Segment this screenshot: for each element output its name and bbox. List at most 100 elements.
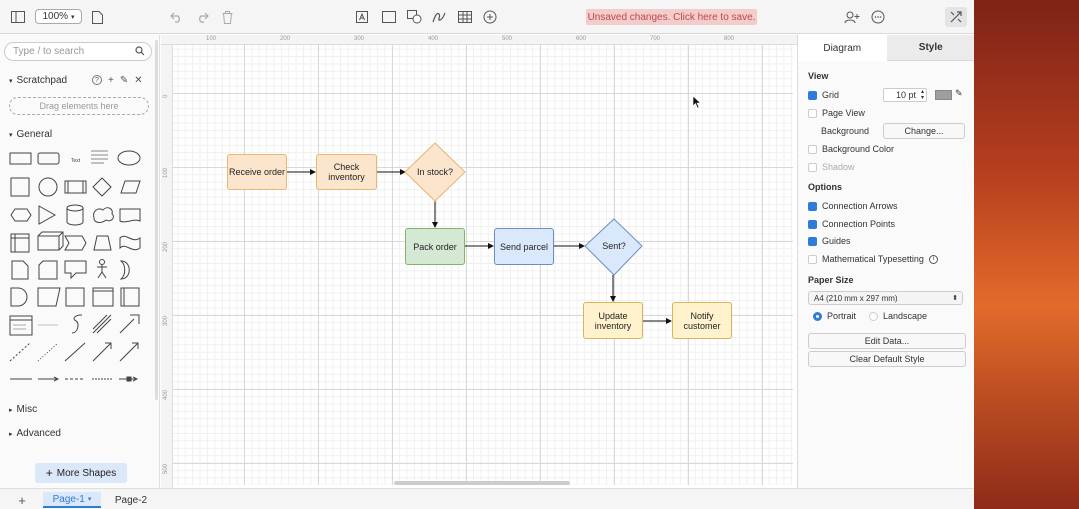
grid-color-swatch[interactable] (935, 90, 952, 100)
delete-icon[interactable] (219, 7, 235, 27)
background-color-option[interactable]: Background Color (808, 144, 894, 154)
unsaved-changes-button[interactable]: Unsaved changes. Click here to save. (586, 9, 757, 25)
stepper-arrows-icon[interactable]: ▴▾ (920, 89, 924, 101)
guides-label: Guides (822, 236, 851, 246)
ruler-tick: 800 (724, 36, 735, 42)
page-view-label: Page View (822, 108, 865, 118)
cloud-shape (93, 207, 114, 223)
general-shapes-palette[interactable]: Text (8, 147, 153, 387)
delay-shape (10, 287, 28, 307)
portrait-radio[interactable] (813, 311, 822, 321)
edit-pencil-icon[interactable]: ✎ (119, 75, 129, 86)
node-receive-order[interactable]: Receive order (227, 154, 287, 190)
node-send-parcel[interactable]: Send parcel (494, 228, 554, 265)
help-icon[interactable]: i (928, 254, 938, 264)
hexagon-shape (10, 208, 32, 222)
tape-shape (119, 235, 141, 251)
add-page-button[interactable]: + (18, 492, 26, 508)
grid-option[interactable]: Grid (808, 90, 839, 100)
format-panel-toggle-icon[interactable] (945, 7, 967, 27)
page-view-option[interactable]: Page View (808, 108, 865, 118)
shadow-label: Shadow (822, 162, 855, 172)
bidirectional-arrow-shape (92, 314, 112, 334)
background-color-checkbox[interactable] (808, 144, 817, 154)
connection-points-option[interactable]: Connection Points (808, 219, 895, 229)
select-arrows-icon: ⬍ (952, 295, 958, 302)
node-sent[interactable]: Sent? (602, 241, 626, 251)
options-heading: Options (808, 182, 842, 192)
decision-sent-shape (584, 218, 643, 276)
shapes-sidebar: Type / to search ▾ Scratchpad ? + ✎ ✕ Dr… (0, 35, 160, 488)
zoom-select[interactable]: 100% ▾ (35, 9, 82, 24)
misc-header[interactable]: ▸ Misc (9, 404, 37, 415)
sidebar-toggle-icon[interactable] (8, 7, 28, 27)
guides-option[interactable]: Guides (808, 236, 851, 246)
shadow-checkbox[interactable] (808, 162, 817, 172)
close-icon[interactable]: ✕ (134, 75, 143, 86)
landscape-radio[interactable] (869, 311, 879, 321)
canvas-horizontal-scrollbar[interactable] (394, 481, 570, 485)
search-icon[interactable] (135, 46, 145, 59)
trapezoid-shape (93, 235, 112, 251)
drawio-window: 100% ▾ Unsaved (0, 7, 974, 508)
grid-checkbox[interactable] (808, 90, 817, 100)
connection-arrows-checkbox[interactable] (808, 201, 817, 211)
edit-data-button[interactable]: Edit Data... (808, 333, 966, 349)
node-in-stock[interactable]: In stock? (416, 167, 454, 177)
shapes-tool-icon[interactable] (405, 7, 423, 27)
tab-style[interactable]: Style (886, 35, 974, 61)
paper-size-select[interactable]: A4 (210 mm x 297 mm) ⬍ (808, 291, 963, 305)
redo-icon[interactable] (194, 7, 210, 27)
orientation-options: Portrait Landscape (813, 311, 927, 321)
drawing-canvas[interactable]: 100 200 300 400 500 600 700 800 0 100 20… (161, 35, 797, 488)
share-user-icon[interactable] (843, 7, 861, 27)
grid-size-value: 10 pt (895, 90, 916, 100)
shape-search-input[interactable]: Type / to search (4, 42, 152, 61)
cylinder-shape (66, 204, 84, 226)
tab-diagram[interactable]: Diagram (798, 35, 887, 61)
tab-page-1[interactable]: Page-1 ▾ (43, 492, 101, 508)
curve-shape (71, 314, 83, 334)
dashed-line-shape (9, 342, 31, 362)
connection-points-checkbox[interactable] (808, 219, 817, 229)
node-notify-customer[interactable]: Notify customer (672, 302, 732, 339)
guides-checkbox[interactable] (808, 236, 817, 246)
page-view-checkbox[interactable] (808, 108, 817, 118)
frame-shape (65, 287, 85, 307)
text-tool-icon[interactable] (353, 7, 371, 27)
scratchpad-actions: ? + ✎ ✕ (92, 75, 143, 86)
general-header[interactable]: ▾ General (9, 129, 52, 140)
connection-arrows-option[interactable]: Connection Arrows (808, 201, 898, 211)
undo-icon[interactable] (168, 7, 184, 27)
chevron-down-icon[interactable]: ▾ (87, 496, 92, 503)
node-update-inventory[interactable]: Update inventory (583, 302, 643, 339)
decision-in-stock-shape (404, 142, 466, 202)
comments-icon[interactable] (869, 7, 887, 27)
ruler-tick: 500 (502, 36, 513, 42)
general-label: General (16, 129, 53, 140)
sidebar-scrollbar[interactable] (155, 40, 158, 400)
tab-page-2[interactable]: Page-2 (114, 494, 148, 506)
grid-size-stepper[interactable]: 10 pt ▴▾ (883, 88, 927, 102)
line-arrow-shape (38, 376, 60, 382)
math-typesetting-checkbox[interactable] (808, 254, 817, 264)
shadow-option[interactable]: Shadow (808, 162, 855, 172)
node-check-inventory[interactable]: Check inventory (316, 154, 377, 190)
rectangle-tool-icon[interactable] (380, 7, 398, 27)
scratchpad-header[interactable]: ▾ Scratchpad (9, 75, 67, 86)
add-icon[interactable]: + (108, 75, 114, 86)
more-shapes-button[interactable]: + More Shapes (35, 463, 127, 483)
freehand-tool-icon[interactable] (430, 7, 448, 27)
color-picker-icon[interactable]: ✎ (955, 88, 963, 98)
change-background-button[interactable]: Change... (883, 123, 965, 139)
math-typesetting-option[interactable]: Mathematical Typesetting i (808, 254, 938, 264)
document-shape (119, 208, 141, 223)
page-format-icon[interactable] (89, 7, 105, 27)
clear-default-style-button[interactable]: Clear Default Style (808, 351, 966, 367)
table-tool-icon[interactable] (456, 7, 474, 27)
insert-plus-icon[interactable] (481, 7, 499, 27)
scratchpad-dropzone[interactable]: Drag elements here (9, 97, 149, 115)
node-pack-order[interactable]: Pack order (405, 228, 465, 265)
help-icon[interactable]: ? (92, 75, 102, 85)
advanced-header[interactable]: ▸ Advanced (9, 428, 61, 439)
